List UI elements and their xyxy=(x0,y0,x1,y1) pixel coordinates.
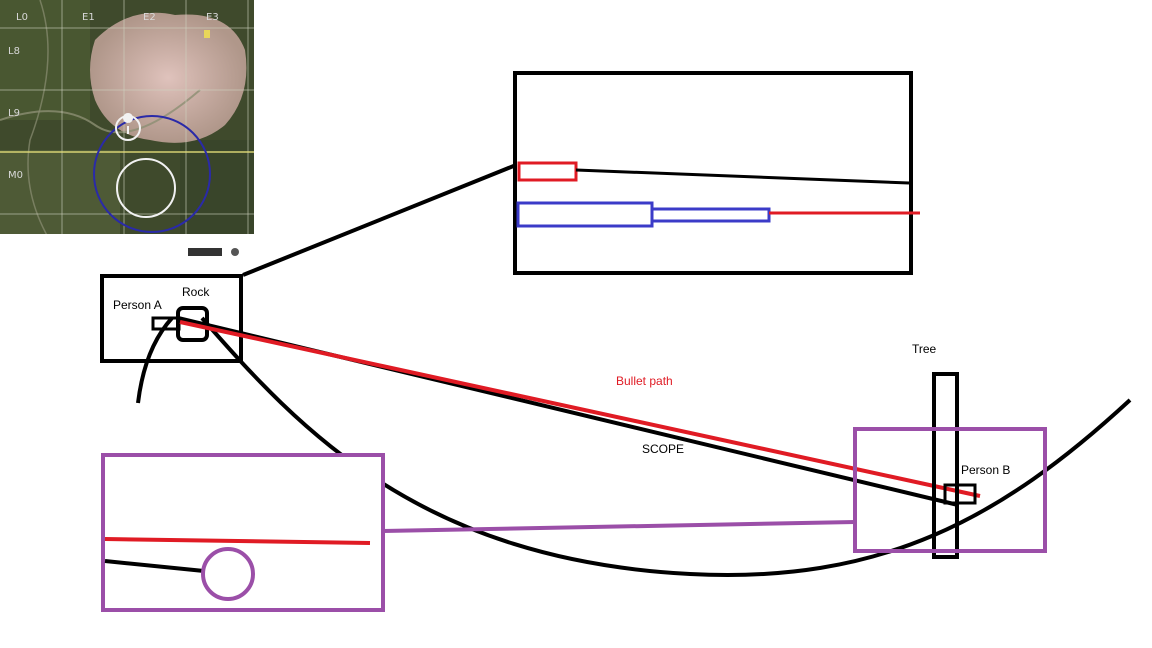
tree-label: Tree xyxy=(912,342,937,356)
minimap-vehicle-marker xyxy=(204,30,210,38)
target-zoom-head-circle xyxy=(201,547,255,601)
minimap-hud-element xyxy=(188,248,222,256)
gear-icon xyxy=(231,248,239,256)
minimap-row-label: L9 xyxy=(8,108,20,119)
bullet-path-label: Bullet path xyxy=(616,374,673,388)
zoom-connector-line-purple xyxy=(382,520,856,533)
minimap-row-label: M0 xyxy=(8,170,23,181)
terrain-curve xyxy=(200,316,1132,577)
minimap-row-label: L8 xyxy=(8,46,20,57)
minimap-terrain-patch xyxy=(180,140,254,240)
scope-zoom-inset xyxy=(513,71,920,275)
target-zoom-scope-line xyxy=(104,559,205,573)
shooter-frame xyxy=(100,274,243,363)
minimap-col-label: L0 xyxy=(16,12,28,23)
person-b-label: Person B xyxy=(961,463,1010,477)
person-a-label: Person A xyxy=(113,298,162,312)
minimap: L0 E1 E2 E3 L8 L9 M0 xyxy=(0,0,254,256)
scope-zoom-frame xyxy=(513,71,913,275)
minimap-col-label: E1 xyxy=(82,12,95,23)
minimap-terrain-patch xyxy=(0,150,120,240)
rock-label: Rock xyxy=(182,285,210,299)
scope-zoom-sight-line xyxy=(575,168,910,185)
minimap-col-label: E2 xyxy=(143,12,156,23)
target-zoom-inset-frame xyxy=(101,453,385,612)
minimap-blue-zone-ring xyxy=(93,115,211,233)
map-pin-icon xyxy=(123,113,134,134)
tree xyxy=(932,372,959,559)
minimap-fog-zone xyxy=(90,12,247,143)
person-b-gun xyxy=(943,483,977,505)
minimap-road xyxy=(27,0,61,256)
minimap-col-label: E3 xyxy=(206,12,219,23)
bullet-path-line xyxy=(179,320,981,498)
target-area: Tree Person B xyxy=(853,342,1047,559)
target-zoom-frame xyxy=(853,427,1047,553)
zoom-connector-line xyxy=(242,163,517,277)
scope-zoom-blue-barrel xyxy=(650,207,771,223)
target-zoom-bullet-line xyxy=(104,537,371,545)
scope-label: SCOPE xyxy=(642,442,684,456)
target-zoom-inset xyxy=(101,453,385,612)
rock-left-curve xyxy=(136,316,174,404)
minimap-safe-zone-ring xyxy=(116,158,176,218)
